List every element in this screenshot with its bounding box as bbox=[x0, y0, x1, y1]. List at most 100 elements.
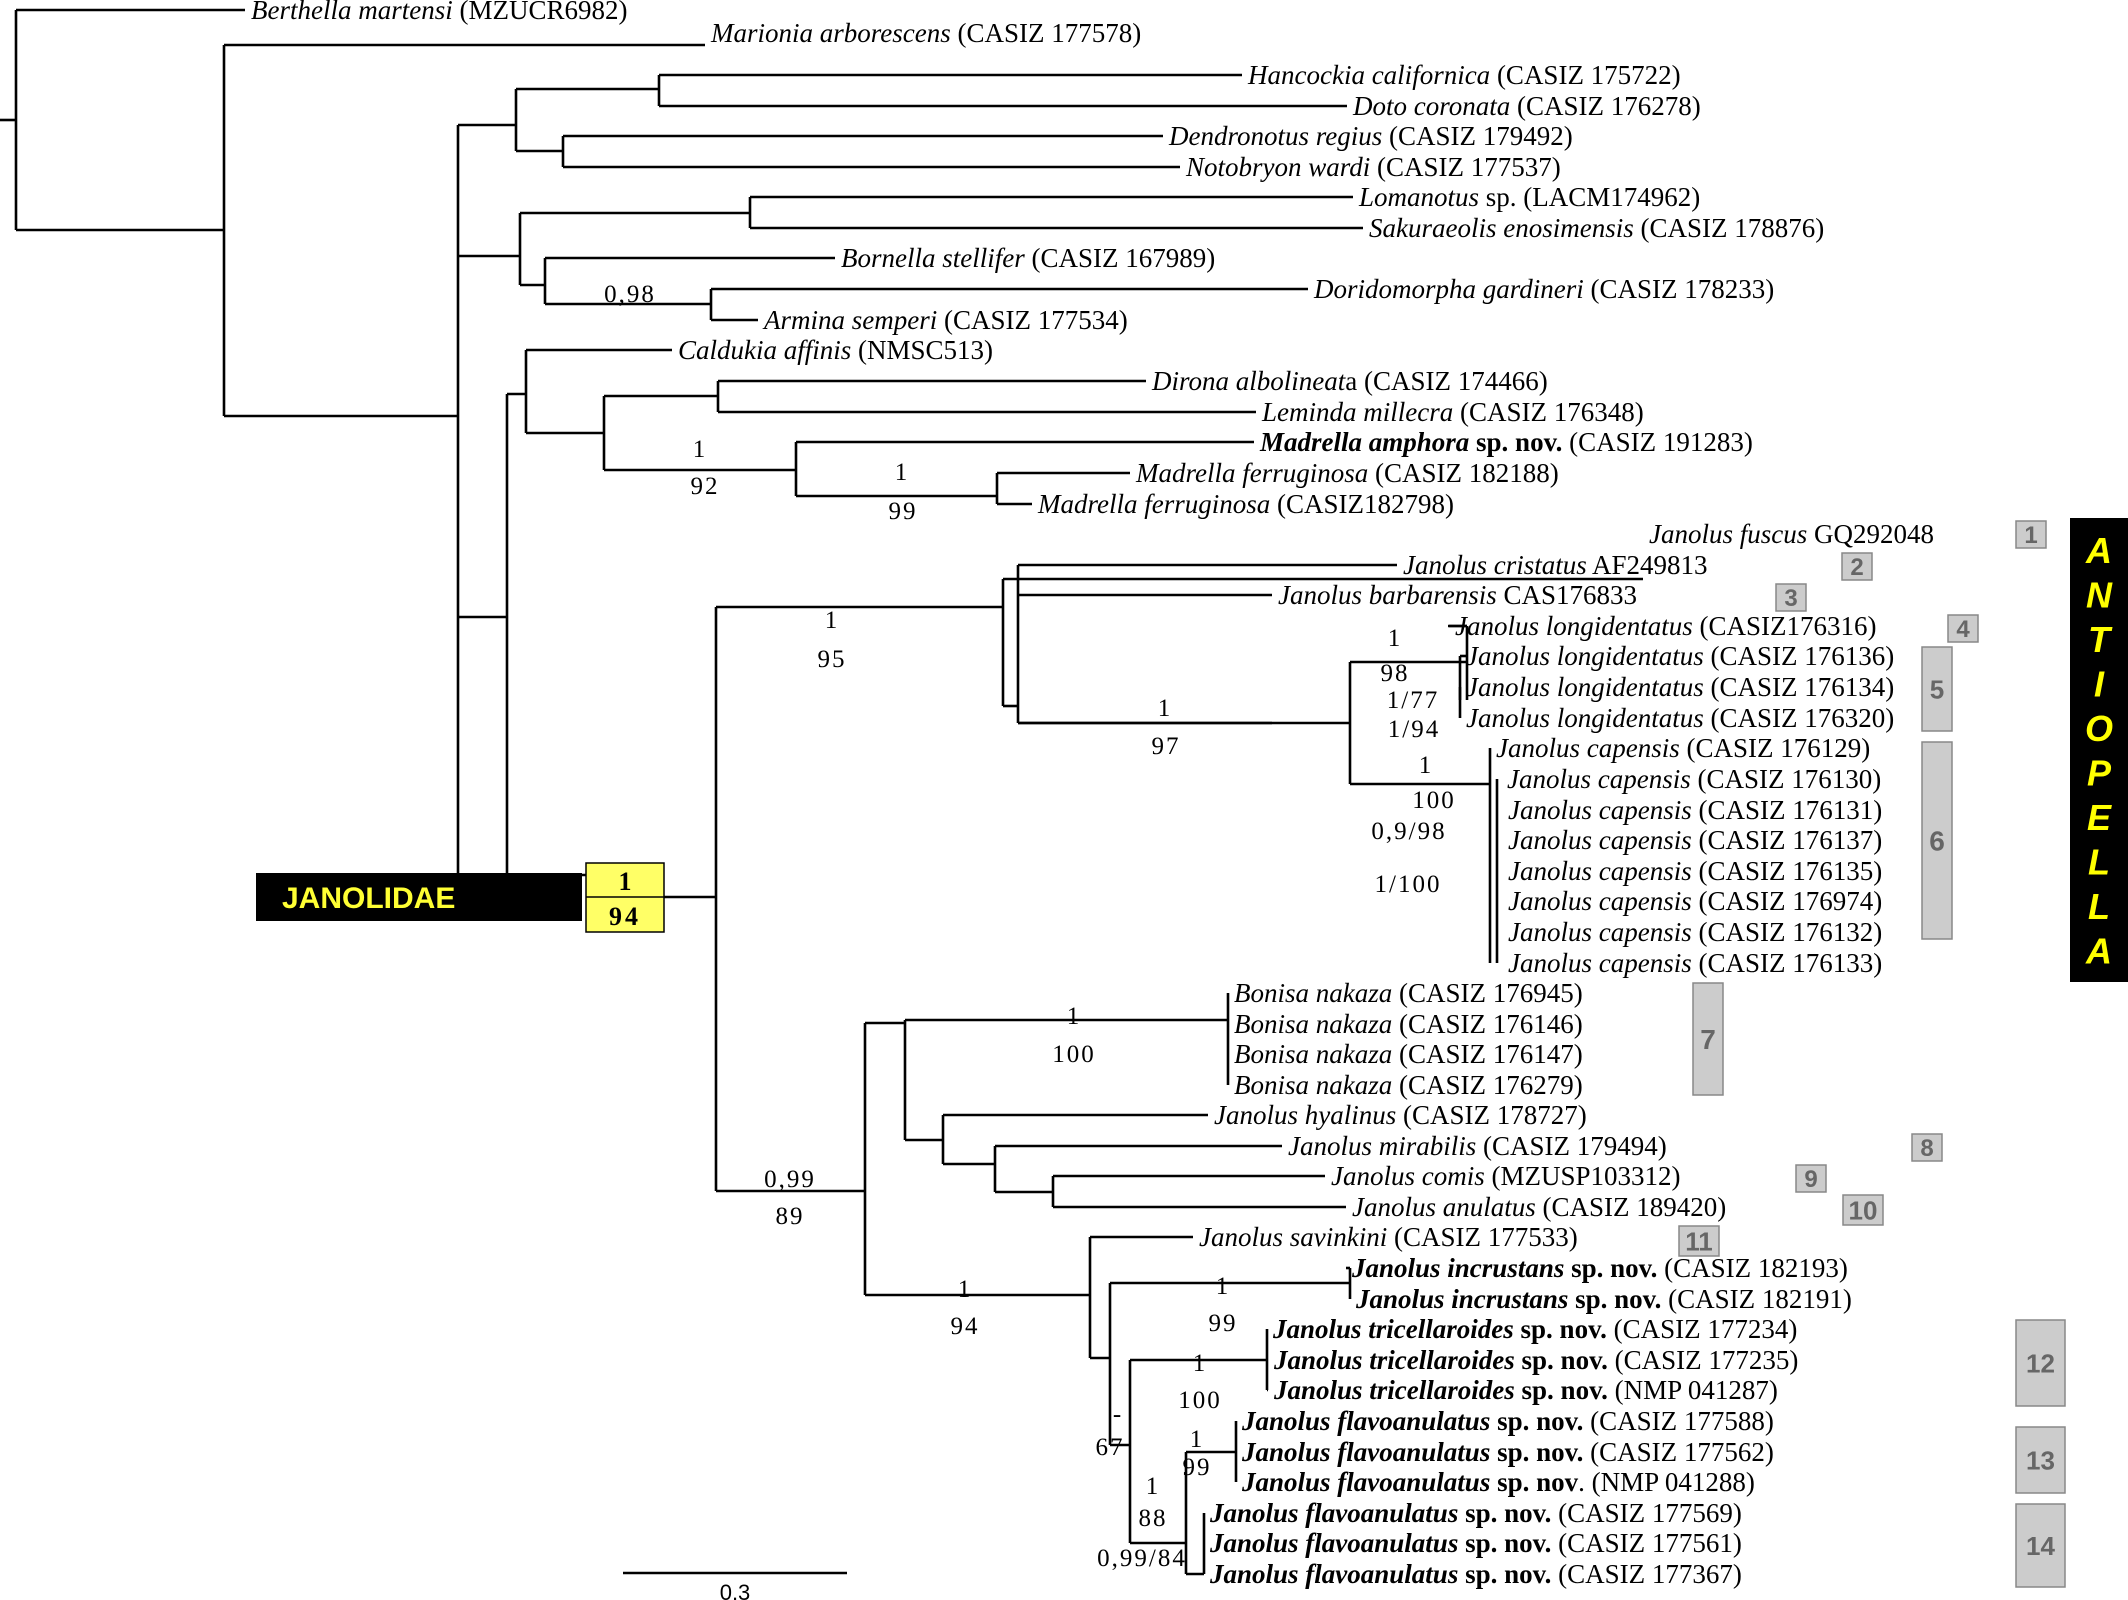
clade-number: 9 bbox=[1804, 1166, 1817, 1193]
taxon-label: Bonisa nakaza (CASIZ 176945) bbox=[1234, 978, 1583, 1008]
taxon-voucher: a (CASIZ 174466) bbox=[1345, 366, 1547, 396]
taxon-voucher: (CASIZ 177537) bbox=[1370, 152, 1561, 182]
taxon-label: Janolus flavoanulatus sp. nov. (CASIZ 17… bbox=[1209, 1559, 1742, 1589]
clade-box bbox=[2015, 1503, 2066, 1588]
support-value: 89 bbox=[776, 1203, 805, 1230]
taxon-voucher: (CASIZ 176147) bbox=[1392, 1039, 1583, 1069]
support-value: 94 bbox=[951, 1313, 980, 1340]
taxon-voucher: (CASIZ 179494) bbox=[1476, 1131, 1667, 1161]
taxon-genus-species: Janolus flavoanulatus bbox=[1209, 1498, 1458, 1528]
clade-box bbox=[1775, 583, 1807, 612]
taxon-genus-species: Leminda millecra bbox=[1261, 397, 1453, 427]
genus-label-bar bbox=[2070, 518, 2128, 982]
taxon-label: Janolus anulatus (CASIZ 189420) bbox=[1352, 1192, 1726, 1222]
clade-number: 8 bbox=[1920, 1135, 1933, 1162]
clade-box bbox=[1692, 982, 1724, 1096]
support-value: 1 bbox=[1067, 1003, 1082, 1030]
taxon-label: Doridomorpha gardineri (CASIZ 178233) bbox=[1313, 274, 1774, 304]
clade-number: 4 bbox=[1956, 616, 1970, 643]
taxon-voucher: (CASIZ 178233) bbox=[1584, 274, 1775, 304]
taxon-label: Hancockia californica (CASIZ 175722) bbox=[1247, 60, 1681, 90]
taxon-voucher: (NMP 041287) bbox=[1608, 1375, 1778, 1405]
taxon-voucher: (CASIZ 175722) bbox=[1490, 60, 1681, 90]
clade-number: 11 bbox=[1685, 1226, 1713, 1256]
genus-letter: E bbox=[2087, 797, 2112, 838]
support-value: 99 bbox=[889, 498, 918, 525]
taxon-label: Doto coronata (CASIZ 176278) bbox=[1352, 91, 1701, 121]
taxon-label: Janolus capensis (CASIZ 176130) bbox=[1507, 764, 1881, 794]
taxon-label: Janolus tricellaroides sp. nov. (CASIZ 1… bbox=[1272, 1314, 1797, 1344]
taxon-voucher: (CASIZ 176135) bbox=[1692, 856, 1883, 886]
support-value: 1 bbox=[1193, 1350, 1208, 1377]
taxon-label: Janolus savinkini (CASIZ 177533) bbox=[1199, 1222, 1578, 1252]
taxon-voucher: (CASIZ 176278) bbox=[1510, 91, 1701, 121]
taxon-voucher: (CASIZ 177588) bbox=[1583, 1406, 1774, 1436]
taxon-voucher: (CASIZ 176279) bbox=[1392, 1070, 1583, 1100]
taxon-label: Madrella ferruginosa (CASIZ 182188) bbox=[1135, 458, 1559, 488]
taxon-genus-species: Janolus mirabilis bbox=[1288, 1131, 1476, 1161]
taxon-voucher: (CASIZ 176974) bbox=[1692, 886, 1883, 916]
support-value: 1 bbox=[1388, 625, 1403, 652]
taxon-genus-species: Janolus flavoanulatus bbox=[1241, 1406, 1490, 1436]
support-value: 1 bbox=[1216, 1273, 1231, 1300]
taxon-voucher: (CASIZ 177578) bbox=[951, 18, 1142, 48]
taxon-label: Janolus tricellaroides sp. nov. (CASIZ 1… bbox=[1273, 1345, 1798, 1375]
taxon-label: Janolus incrustans sp. nov. (CASIZ 18219… bbox=[1355, 1284, 1852, 1314]
taxon-genus-species: Janolus flavoanulatus bbox=[1241, 1467, 1490, 1497]
taxon-sp-nov: sp. nov. bbox=[1469, 427, 1562, 457]
taxon-genus-species: Janolus barbarensis bbox=[1278, 580, 1497, 610]
taxon-genus-species: Janolus longidentatus bbox=[1455, 611, 1693, 641]
taxon-genus-species: Janolus capensis bbox=[1508, 917, 1692, 947]
taxon-label: Janolus mirabilis (CASIZ 179494) bbox=[1288, 1131, 1667, 1161]
taxon-sp-nov: sp. nov. bbox=[1515, 1345, 1608, 1375]
taxon-label: Janolus incrustans sp. nov. (CASIZ 18219… bbox=[1351, 1253, 1848, 1283]
taxon-voucher: (CASIZ 176136) bbox=[1704, 641, 1895, 671]
support-value: - bbox=[1113, 1401, 1123, 1428]
taxon-sp-nov: sp. nov. bbox=[1458, 1498, 1551, 1528]
taxon-label: Lomanotus sp. (LACM174962) bbox=[1358, 182, 1700, 212]
taxon-sp-nov: sp. nov. bbox=[1458, 1528, 1551, 1558]
taxon-voucher: (CASIZ 177569) bbox=[1551, 1498, 1742, 1528]
taxon-label: Janolus cristatus AF249813 bbox=[1403, 550, 1708, 580]
taxon-genus-species: Janolus capensis bbox=[1507, 764, 1691, 794]
genus-letter: L bbox=[2088, 886, 2110, 927]
taxon-genus-species: Janolus capensis bbox=[1508, 886, 1692, 916]
taxon-genus-species: Hancockia californica bbox=[1247, 60, 1490, 90]
taxon-genus-species: Janolus comis bbox=[1331, 1161, 1485, 1191]
clade-number: 1 bbox=[2024, 522, 2037, 549]
taxon-sp-nov: sp. nov. bbox=[1568, 1284, 1661, 1314]
taxon-voucher: (CASIZ 177235) bbox=[1608, 1345, 1799, 1375]
taxon-genus-species: Janolus flavoanulatus bbox=[1209, 1528, 1458, 1558]
taxon-genus-species: Janolus fuscus bbox=[1649, 519, 1807, 549]
taxon-label: Janolus flavoanulatus sp. nov. (CASIZ 17… bbox=[1209, 1528, 1742, 1558]
taxon-label: Notobryon wardi (CASIZ 177537) bbox=[1185, 152, 1561, 182]
taxon-label: Janolus longidentatus (CASIZ 176136) bbox=[1466, 641, 1894, 671]
taxon-voucher: (CASIZ 167989) bbox=[1025, 243, 1216, 273]
taxon-label: Leminda millecra (CASIZ 176348) bbox=[1261, 397, 1644, 427]
taxon-sp-nov: sp. nov. bbox=[1458, 1559, 1551, 1589]
taxon-genus-species: Janolus capensis bbox=[1508, 795, 1692, 825]
taxon-genus-species: Bonisa nakaza bbox=[1234, 1070, 1392, 1100]
support-value: 1/77 bbox=[1387, 687, 1439, 714]
taxon-genus-species: Janolus tricellaroides bbox=[1273, 1345, 1515, 1375]
clade-number: 10 bbox=[1849, 1195, 1878, 1225]
support-value: 100 bbox=[1052, 1041, 1096, 1068]
support-value: 1 bbox=[693, 436, 708, 463]
clade-box bbox=[1795, 1164, 1827, 1193]
taxon-label: Caldukia affinis (NMSC513) bbox=[678, 335, 993, 365]
support-value: 88 bbox=[1139, 1505, 1168, 1532]
taxon-label: Madrella amphora sp. nov. (CASIZ 191283) bbox=[1259, 427, 1753, 457]
taxon-voucher: (CASIZ 176133) bbox=[1692, 948, 1883, 978]
clade-number: 3 bbox=[1784, 585, 1797, 612]
support-value: 0,99/84 bbox=[1097, 1545, 1187, 1572]
taxon-label: Marionia arborescens (CASIZ 177578) bbox=[710, 18, 1141, 48]
taxon-voucher: AF249813 bbox=[1587, 550, 1708, 580]
taxon-genus-species: Sakuraeolis enosimensis bbox=[1369, 213, 1634, 243]
taxon-voucher: (CASIZ 176132) bbox=[1692, 917, 1883, 947]
taxon-genus-species: Berthella martensi bbox=[251, 0, 453, 25]
taxon-label: Bornella stellifer (CASIZ 167989) bbox=[841, 243, 1215, 273]
support-value: 1 bbox=[895, 459, 910, 486]
support-value: 0,9/98 bbox=[1371, 818, 1446, 845]
taxon-label: Berthella martensi (MZUCR6982) bbox=[251, 0, 627, 25]
